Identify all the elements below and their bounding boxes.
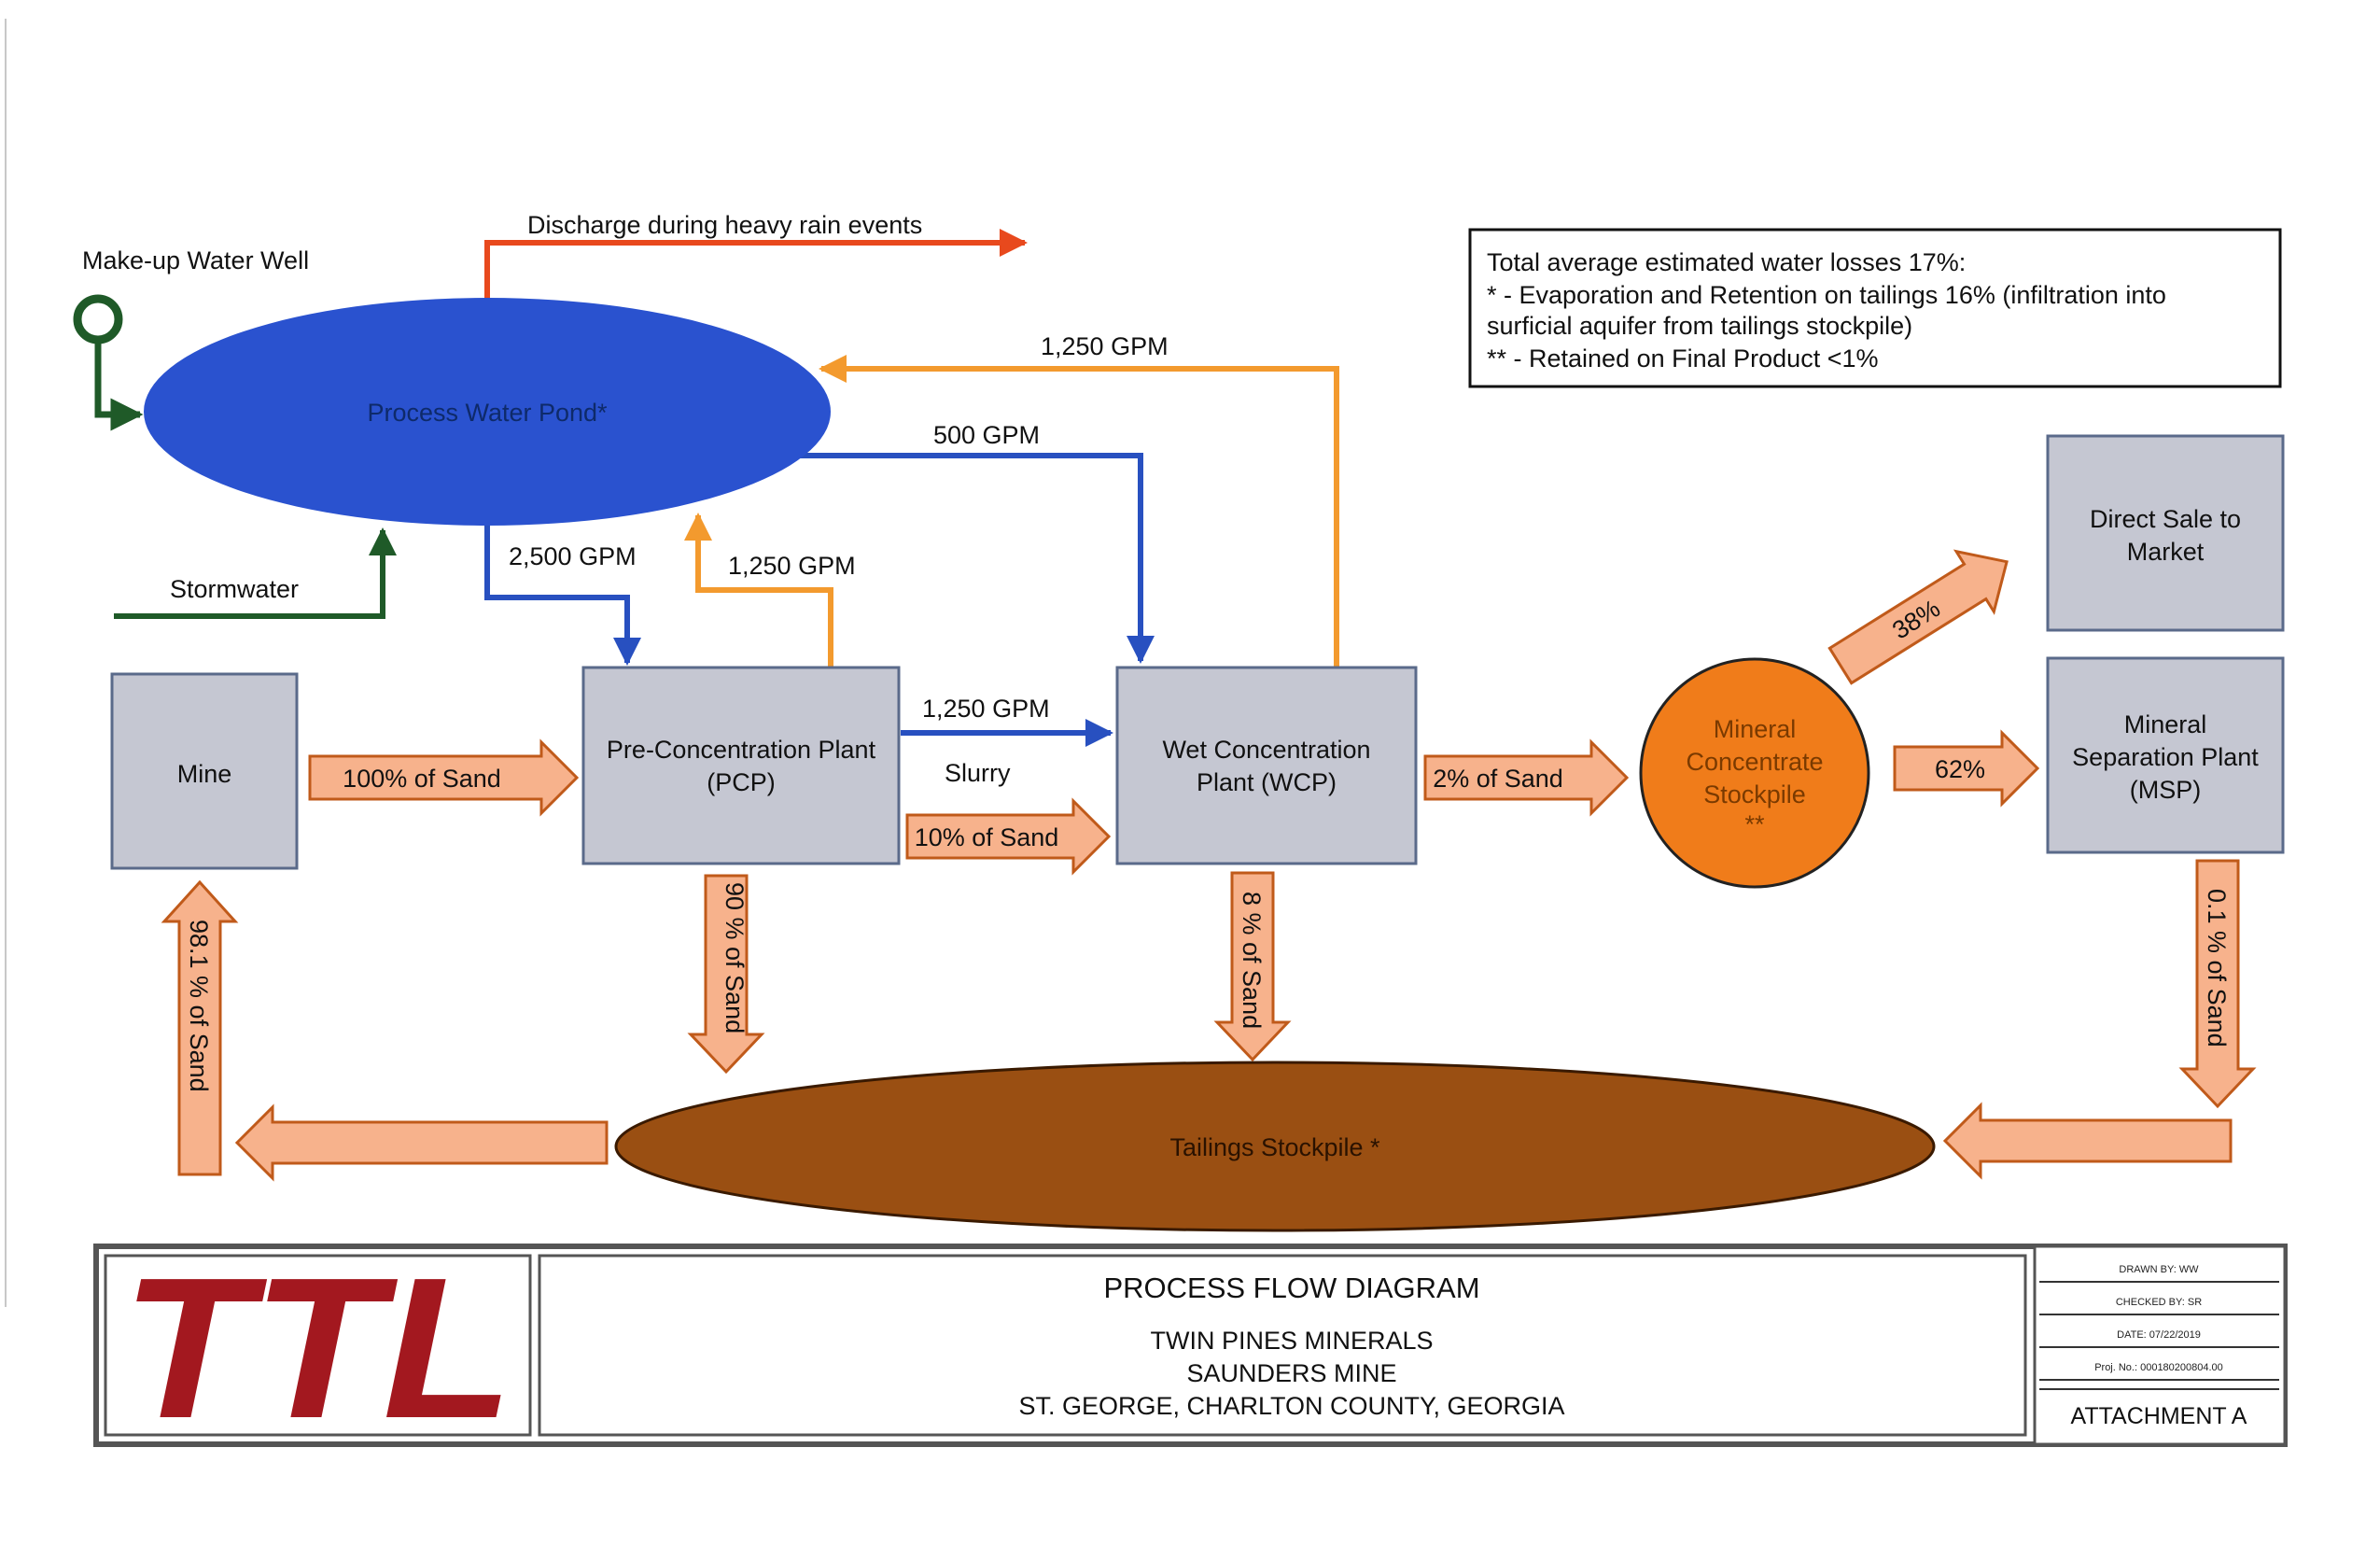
wcp-to-mcs-arrow: 2% of Sand xyxy=(1423,738,1630,817)
msp-to-tailings-arrow-left xyxy=(1942,1102,2233,1180)
notes-line-4: ** - Retained on Final Product <1% xyxy=(1487,344,1879,372)
drawing-date: DATE: 07/22/2019 xyxy=(2117,1329,2201,1341)
mcs-label-line-1: Mineral xyxy=(1714,715,1797,743)
pond-to-wcp-flow-line xyxy=(798,453,1155,664)
msp-label-line-3: (MSP) xyxy=(2130,776,2202,804)
attachment-label: ATTACHMENT A xyxy=(2071,1403,2247,1429)
tailings-stockpile xyxy=(614,1061,1936,1232)
mcs-label-line-4: ** xyxy=(1744,810,1765,838)
makeup-well-icon xyxy=(73,294,123,344)
direct-sale-label-line-2: Market xyxy=(2127,538,2205,566)
mcs-to-direct-sale-arrow: 38% xyxy=(1827,549,2009,685)
mine-label: Mine xyxy=(177,760,232,788)
pcp-to-wcp-flow-label: 1,250 GPM xyxy=(922,695,1050,723)
diagram-title: PROCESS FLOW DIAGRAM xyxy=(1103,1272,1479,1304)
wcp-label-line-1: Wet Concentration xyxy=(1162,736,1370,764)
mcs-label-line-3: Stockpile xyxy=(1703,780,1806,808)
mine-box xyxy=(110,672,299,870)
wcp-label-line-2: Plant (WCP) xyxy=(1197,768,1337,796)
makeup-well-label: Make-up Water Well xyxy=(82,246,309,274)
tailings-to-mine-arrow-left xyxy=(234,1103,609,1182)
pcp-to-wcp-label: 10% of Sand xyxy=(915,823,1059,851)
pond-to-wcp-flow-label: 500 GPM xyxy=(933,421,1040,449)
title-line-3: ST. GEORGE, CHARLTON COUNTY, GEORGIA xyxy=(1018,1392,1564,1420)
slurry-label: Slurry xyxy=(945,759,1011,787)
mine-to-pcp-arrow: 100% of Sand xyxy=(308,738,580,817)
msp-label-line-2: Separation Plant xyxy=(2072,743,2259,771)
mcs-to-msp-arrow: 62% xyxy=(1893,729,2040,808)
pcp-box xyxy=(581,666,901,865)
notes-box xyxy=(1468,228,2282,388)
mcs-to-msp-label: 62% xyxy=(1935,755,1985,783)
mine-to-pcp-label: 100% of Sand xyxy=(343,765,501,793)
title-line-2: SAUNDERS MINE xyxy=(1186,1359,1396,1387)
wcp-to-pond-flow-label: 1,250 GPM xyxy=(1041,332,1169,360)
msp-box xyxy=(2046,656,2285,854)
wcp-to-tailings-label: 8 % of Sand xyxy=(1238,892,1266,1029)
stormwater-flow-line xyxy=(114,527,397,619)
checked-by: CHECKED BY: SR xyxy=(2116,1297,2202,1308)
drawn-by: DRAWN BY: WW xyxy=(2119,1264,2199,1275)
direct-sale-box xyxy=(2046,434,2285,632)
tailings-label: Tailings Stockpile * xyxy=(1169,1133,1380,1161)
pcp-to-pond-flow-line xyxy=(684,513,833,668)
wcp-to-pond-flow-line xyxy=(819,355,1339,668)
notes-line-2: * - Evaporation and Retention on tailing… xyxy=(1487,281,2166,309)
pcp-to-tailings-arrow: 90 % of Sand xyxy=(687,874,765,1075)
pcp-to-tailings-label: 90 % of Sand xyxy=(721,882,749,1033)
pond-label: Process Water Pond* xyxy=(367,399,608,427)
logo-cell xyxy=(104,1254,532,1437)
pcp-label-line-1: Pre-Concentration Plant xyxy=(607,736,876,764)
pcp-to-wcp-arrow: 10% of Sand xyxy=(905,797,1112,876)
tailings-to-mine-arrow-up: 98.1 % of Sand xyxy=(161,879,239,1176)
process-water-pond xyxy=(144,298,831,526)
direct-sale-label-line-1: Direct Sale to xyxy=(2090,505,2241,533)
pond-to-pcp-flow-label: 2,500 GPM xyxy=(509,542,637,570)
stormwater-label: Stormwater xyxy=(170,575,299,603)
notes-line-3: surficial aquifer from tailings stockpil… xyxy=(1487,312,1912,340)
title-cell xyxy=(538,1254,2027,1437)
ttl-logo: TTL xyxy=(121,1235,513,1460)
project-number: Proj. No.: 000180200804.00 xyxy=(2094,1362,2223,1373)
wcp-box xyxy=(1115,666,1418,865)
pcp-label-line-2: (PCP) xyxy=(707,768,776,796)
makeup-well-flow-line xyxy=(94,340,144,431)
msp-to-tailings-arrow-down: 0.1 % of Sand xyxy=(2178,859,2257,1109)
msp-label-line-1: Mineral xyxy=(2124,710,2207,738)
wcp-to-mcs-label: 2% of Sand xyxy=(1433,765,1563,793)
title-block: TTL PROCESS FLOW DIAGRAM TWIN PINES MINE… xyxy=(93,1235,2288,1460)
title-line-1: TWIN PINES MINERALS xyxy=(1150,1327,1433,1355)
pcp-to-pond-flow-label: 1,250 GPM xyxy=(728,552,856,580)
msp-to-tailings-label: 0.1 % of Sand xyxy=(2203,889,2231,1047)
tailings-to-mine-label: 98.1 % of Sand xyxy=(185,920,213,1092)
discharge-label: Discharge during heavy rain events xyxy=(527,211,922,239)
pond-to-pcp-flow-line xyxy=(484,523,641,666)
discharge-flow-line xyxy=(484,229,1028,301)
notes-line-1: Total average estimated water losses 17%… xyxy=(1487,248,1966,276)
info-cell xyxy=(2033,1244,2287,1446)
mineral-concentrate-stockpile xyxy=(1639,657,1870,889)
wcp-to-tailings-arrow: 8 % of Sand xyxy=(1213,871,1292,1062)
mcs-label-line-2: Concentrate xyxy=(1686,748,1823,776)
